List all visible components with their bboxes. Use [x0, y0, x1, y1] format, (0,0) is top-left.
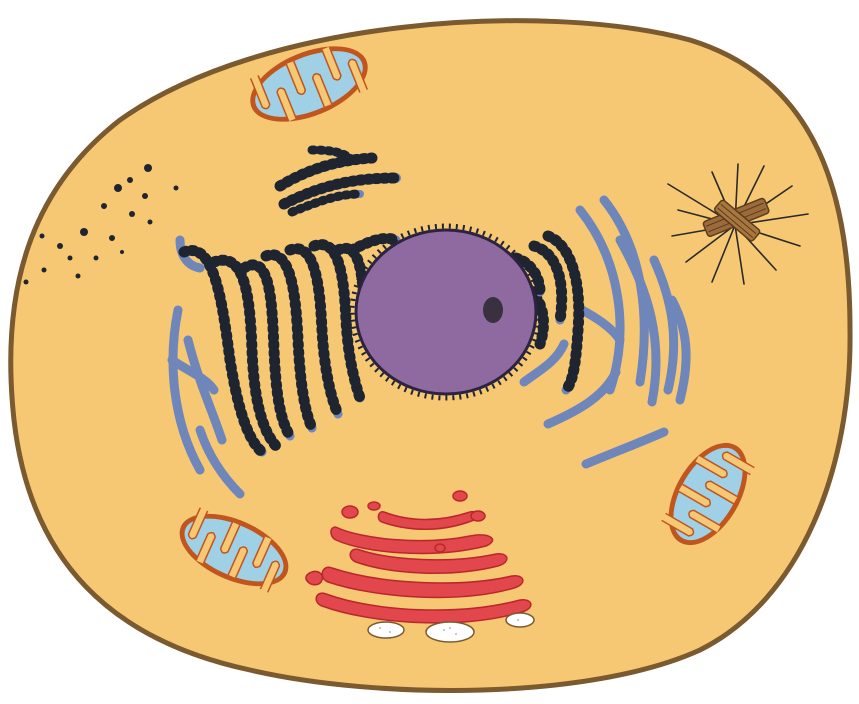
nucleolus: [483, 297, 503, 323]
